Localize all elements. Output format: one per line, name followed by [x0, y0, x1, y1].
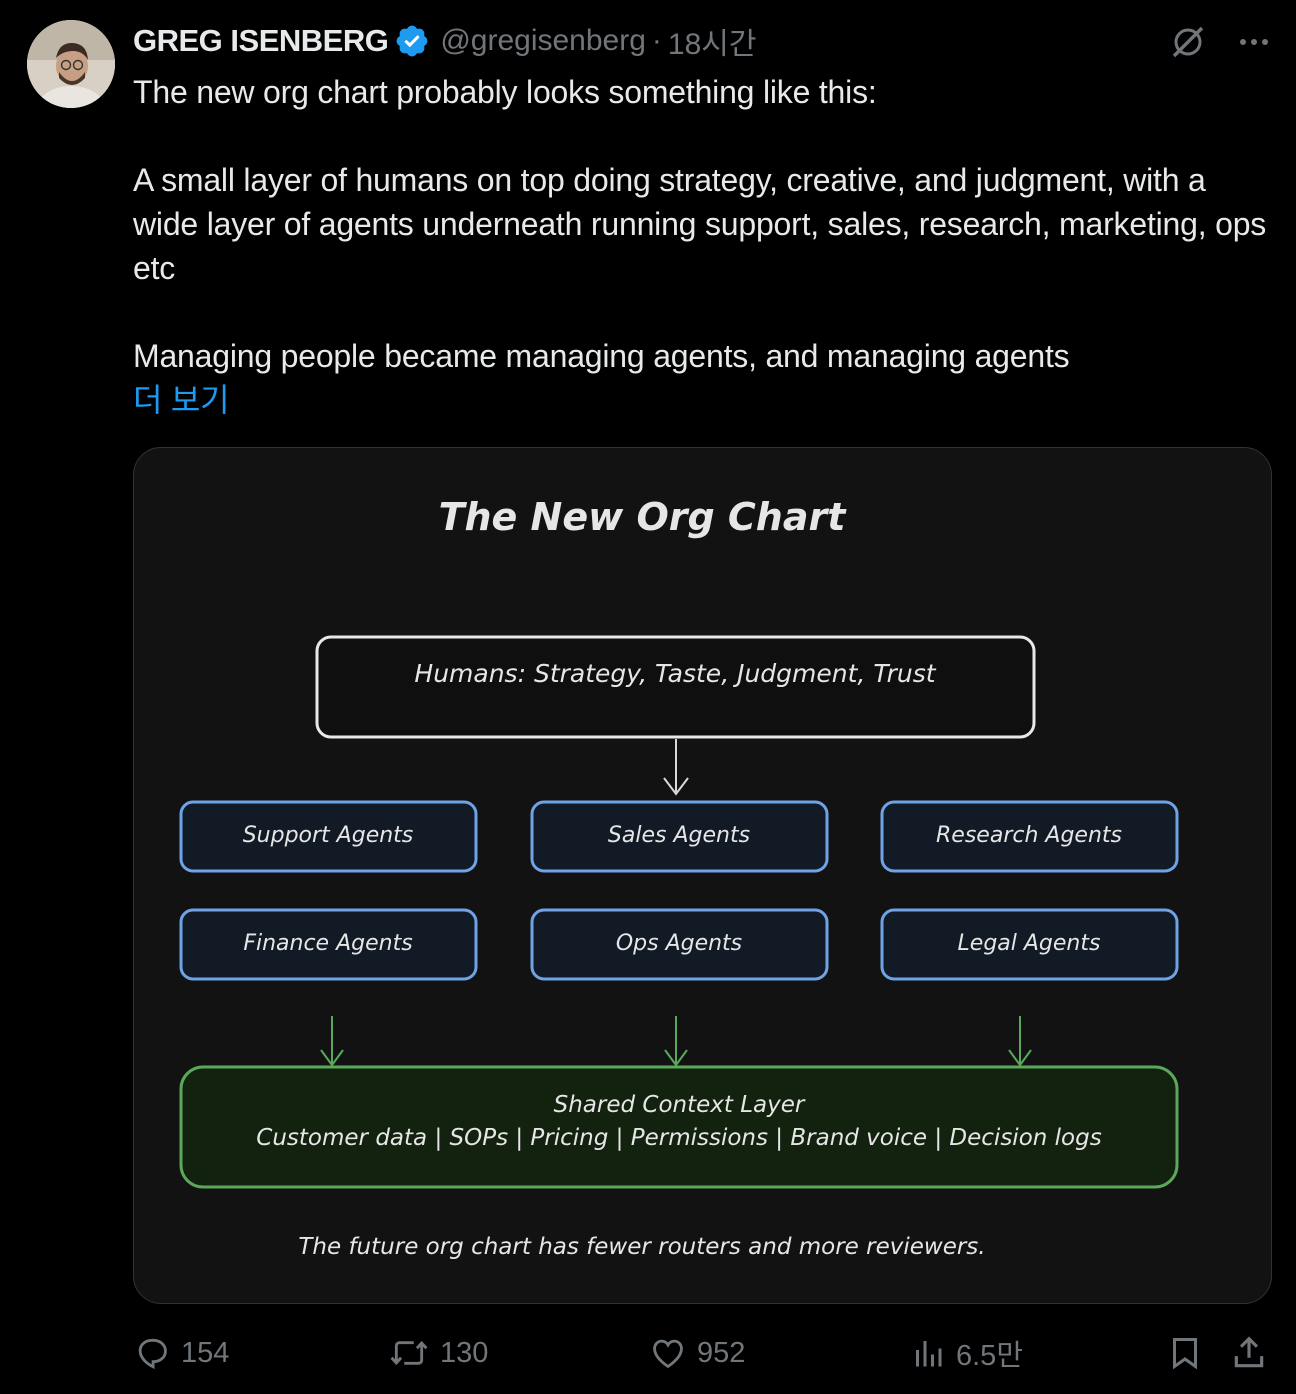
support-agents-label: Support Agents: [243, 823, 414, 848]
like-icon: [653, 1339, 683, 1369]
shared-context-box: [179, 1065, 1179, 1189]
grok-icon[interactable]: [1168, 22, 1208, 62]
arrow-head-right: [1008, 1049, 1032, 1067]
shared-context-title: Shared Context Layer: [554, 1092, 806, 1118]
tweet-paragraph-1: The new org chart probably looks somethi…: [133, 74, 877, 110]
separator-dot: ·: [651, 24, 662, 57]
share-icon: [1234, 1336, 1264, 1368]
finance-agents-box: [179, 908, 478, 981]
author-name[interactable]: GREG ISENBERG: [133, 23, 389, 58]
views-button[interactable]: 6.5만: [910, 1330, 1023, 1376]
sales-agents-label: Sales Agents: [608, 823, 750, 848]
arrow-head-left: [320, 1049, 344, 1067]
repost-button[interactable]: 130: [388, 1330, 488, 1376]
views-icon: [916, 1341, 942, 1367]
share-button[interactable]: [1230, 1330, 1278, 1376]
like-button[interactable]: 952: [649, 1330, 745, 1376]
repost-icon: [390, 1340, 428, 1366]
support-agents-box: [179, 800, 478, 873]
avatar[interactable]: [27, 20, 115, 108]
author-handle[interactable]: @gregisenberg: [440, 24, 646, 57]
views-count: 6.5만: [956, 1340, 1023, 1372]
timestamp[interactable]: 18시간: [667, 28, 757, 61]
avatar-image: [27, 20, 115, 108]
tweet-top-actions: [1168, 22, 1272, 62]
bookmark-button[interactable]: [1167, 1330, 1213, 1376]
org-chart-diagram: The New Org Chart Humans: Strategy, Tast…: [179, 495, 1179, 1260]
tweet-paragraph-2: A small layer of humans on top doing str…: [133, 162, 1267, 286]
like-count: 952: [697, 1336, 746, 1369]
sales-agents-box: [530, 800, 829, 873]
finance-agents-label: Finance Agents: [243, 931, 412, 956]
tweet-text: The new org chart probably looks somethi…: [133, 70, 1273, 422]
reply-button[interactable]: 154: [133, 1330, 229, 1376]
tweet-paragraph-3: Managing people became managing agents, …: [133, 338, 1070, 374]
tweet-image[interactable]: The New Org Chart Humans: Strategy, Tast…: [133, 447, 1272, 1304]
arrow-head-humans: [663, 777, 689, 796]
legal-agents-label: Legal Agents: [958, 931, 1101, 956]
humans-box-label: Humans: Strategy, Taste, Judgment, Trust: [414, 659, 936, 688]
legal-agents-box: [880, 908, 1179, 981]
tweet-header: GREG ISENBERG @gregisenberg · 18시간: [133, 20, 756, 62]
bookmark-icon: [1173, 1338, 1197, 1370]
shared-context-items: Customer data | SOPs | Pricing | Permiss…: [256, 1125, 1101, 1151]
ops-agents-box: [530, 908, 829, 981]
more-icon[interactable]: [1236, 24, 1272, 60]
repost-count: 130: [440, 1336, 489, 1369]
tweet-actions: 154 130 952 6.5만: [133, 1330, 1273, 1376]
research-agents-box: [880, 800, 1179, 873]
arrow-head-center: [664, 1049, 688, 1067]
research-agents-label: Research Agents: [936, 823, 1122, 848]
ops-agents-label: Ops Agents: [616, 931, 742, 956]
verified-badge-icon: [396, 25, 428, 57]
chart-title: The New Org Chart: [439, 495, 848, 539]
reply-count: 154: [181, 1336, 230, 1369]
chart-footer: The future org chart has fewer routers a…: [298, 1234, 985, 1260]
humans-box: [315, 635, 1036, 739]
reply-icon: [138, 1338, 167, 1370]
show-more-link[interactable]: 더 보기: [133, 382, 230, 418]
